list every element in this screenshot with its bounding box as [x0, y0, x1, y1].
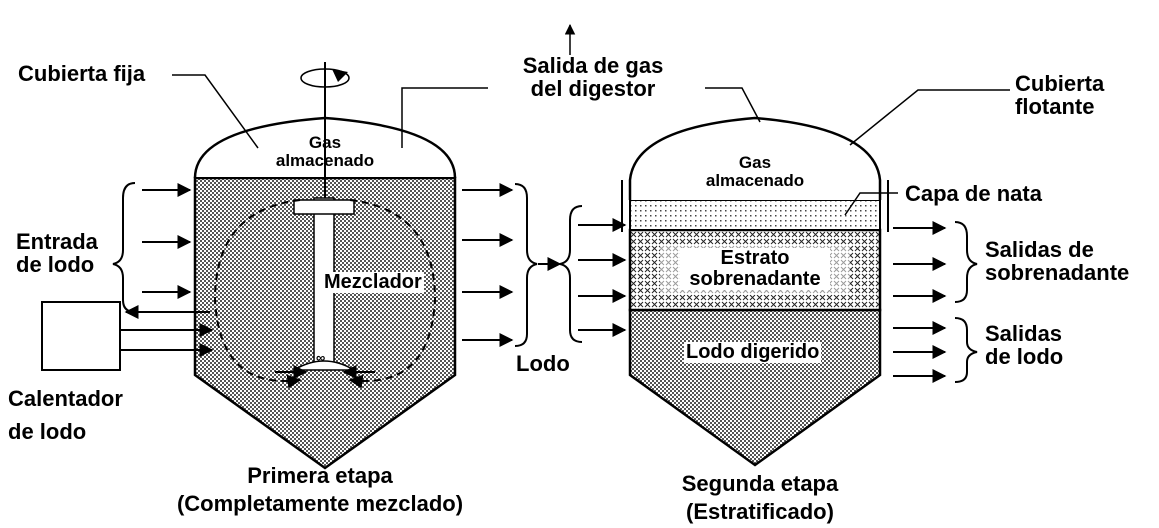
- first-stage-tank: ∞: [193, 62, 457, 470]
- stored-gas-2-line2: almacenado: [705, 170, 805, 190]
- scum-layer: [629, 199, 881, 231]
- svg-text:∞: ∞: [316, 350, 325, 365]
- supernatant-outlets-line2: sobrenadante: [985, 260, 1130, 286]
- digested-sludge-label: Lodo digerido: [684, 341, 822, 363]
- floating-cover-label: Cubierta flotante: [1015, 72, 1104, 118]
- sludge-inlet-line2: de lodo: [16, 252, 95, 278]
- supernatant-outlets-line1: Salidas de: [985, 237, 1094, 262]
- flow-arrows: [120, 183, 947, 383]
- floating-cover-label-line2: flotante: [1015, 94, 1095, 120]
- mixer-label: Mezclador: [322, 271, 424, 293]
- supernatant-outlets-label: Salidas de sobrenadante: [985, 238, 1129, 284]
- gas-outlet-label: Salida de gas del digestor: [488, 54, 698, 100]
- sludge-label: Lodo: [516, 351, 570, 376]
- stored-gas-1-label: Gas almacenado: [255, 134, 395, 170]
- first-stage-caption: Primera etapa (Completamente mezclado): [150, 462, 490, 517]
- stored-gas-1-line1: Gas: [308, 133, 342, 152]
- first-stage-subtitle: (Completamente mezclado): [176, 490, 464, 516]
- heater-label-line1: Calentador: [8, 386, 123, 411]
- stored-gas-2-line1: Gas: [738, 153, 772, 172]
- heater-label-line2: de lodo: [8, 419, 87, 444]
- gas-outlet-label-line1: Salida de gas: [522, 53, 664, 78]
- sludge-outlets-label: Salidas de lodo: [985, 322, 1063, 368]
- right-circulation-loop: [348, 199, 437, 389]
- sludge-heater: [41, 301, 121, 371]
- left-circulation-loop: [213, 199, 302, 389]
- floating-cover-label-line1: Cubierta: [1015, 71, 1105, 96]
- braces: [112, 182, 978, 383]
- supernatant-stratum-line2: sobrenadante: [689, 268, 821, 290]
- gas-outlet-label-line2: del digestor: [530, 76, 656, 102]
- scum-layer-label: Capa de nata: [905, 181, 1042, 206]
- sludge-inlet-label: Entrada de lodo: [16, 230, 98, 276]
- supernatant-stratum-line1: Estrato: [720, 247, 790, 269]
- second-stage-title: Segunda etapa: [681, 471, 839, 496]
- second-stage-caption: Segunda etapa (Estratificado): [645, 470, 875, 525]
- supernatant-stratum-label: Estrato sobrenadante: [680, 248, 830, 290]
- leader-lines: [172, 23, 1010, 216]
- floating-cover: [628, 116, 882, 200]
- digested-sludge-zone: [628, 308, 882, 467]
- first-stage-title: Primera etapa: [247, 463, 393, 488]
- fixed-cover-label: Cubierta fija: [18, 61, 146, 86]
- stored-gas-2-label: Gas almacenado: [685, 154, 825, 190]
- sludge-outlets-line2: de lodo: [985, 344, 1064, 370]
- sludge-outlets-line1: Salidas: [985, 321, 1063, 346]
- sludge-inlet-line1: Entrada: [16, 229, 98, 254]
- second-stage-subtitle: (Estratificado): [686, 498, 834, 524]
- stored-gas-1-line2: almacenado: [275, 150, 375, 170]
- heater-label: Calentador de lodo: [8, 382, 123, 448]
